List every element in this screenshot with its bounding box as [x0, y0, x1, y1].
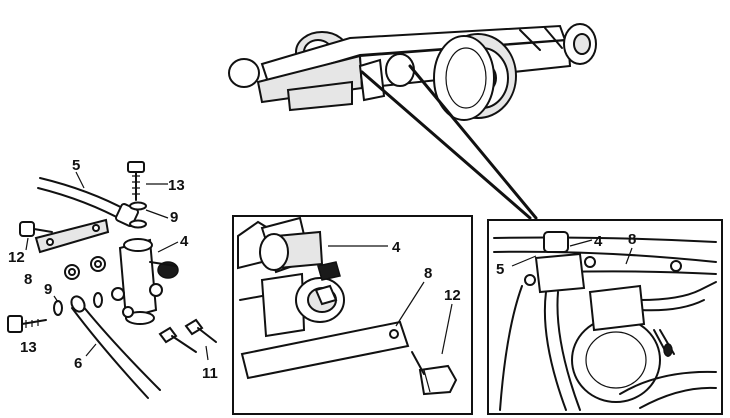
chassis-illustration — [228, 23, 597, 121]
callout-12-exploded: 12 — [8, 249, 25, 266]
callout-12-center: 12 — [444, 287, 461, 304]
callout-8-right: 8 — [628, 231, 636, 248]
callout-5-right: 5 — [496, 261, 504, 278]
exploded-callouts: 5 13 9 4 12 8 9 13 6 11 — [8, 157, 218, 382]
detail-view-right — [487, 219, 723, 415]
callout-4-right: 4 — [594, 233, 603, 250]
callout-8-center: 8 — [424, 265, 432, 282]
callout-9-top: 9 — [170, 209, 178, 226]
exploded-view — [7, 161, 217, 399]
chassis-leader-lines — [360, 64, 538, 220]
detail-view-center — [232, 215, 473, 415]
callout-13-top: 13 — [168, 177, 185, 194]
detail-right-callouts: 4 8 5 — [496, 231, 636, 278]
callout-8-exploded: 8 — [24, 271, 32, 288]
callout-13-bottom: 13 — [20, 339, 37, 356]
callout-5: 5 — [72, 157, 80, 174]
callout-9-left: 9 — [44, 281, 52, 298]
callout-6: 6 — [74, 355, 82, 372]
detail-center-callouts: 4 8 12 — [328, 239, 461, 355]
callout-4-exploded: 4 — [180, 233, 189, 250]
callout-4-center: 4 — [392, 239, 401, 256]
callout-11: 11 — [202, 365, 218, 382]
